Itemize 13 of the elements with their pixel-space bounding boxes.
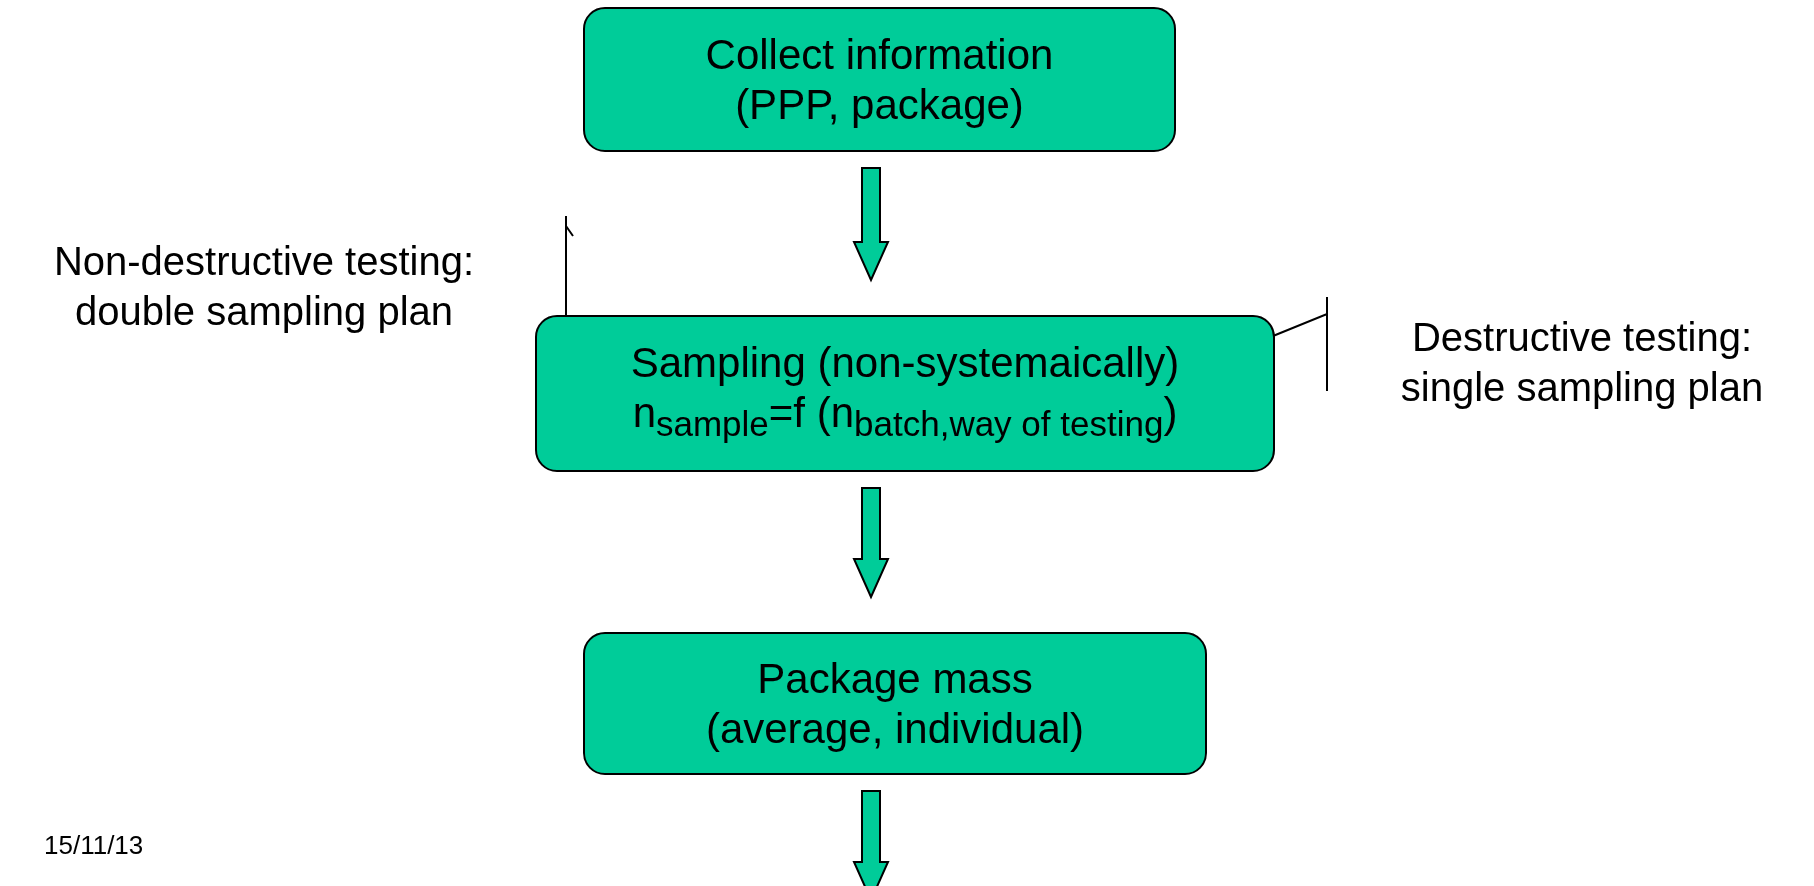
block-arrow — [852, 487, 890, 600]
box-text: Sampling (non-systemaically) n$_{sample}$=f (n$_{batch,way of testing}$) — [629, 337, 1181, 446]
process-box — [535, 315, 1275, 472]
leader-line — [565, 215, 574, 316]
callout-text: Non-destructive testing: double sampling plan — [52, 238, 476, 335]
callout-text: Destructive testing: single sampling plan — [1399, 314, 1765, 411]
block-arrow — [852, 167, 890, 283]
process-box — [583, 632, 1207, 775]
box-text: Package mass (average, individual) — [704, 653, 1086, 754]
box-text: Collect information (PPP, package) — [704, 29, 1055, 130]
block-arrow — [852, 790, 890, 886]
process-box — [583, 7, 1176, 152]
date-text: 15/11/13 — [44, 830, 144, 860]
